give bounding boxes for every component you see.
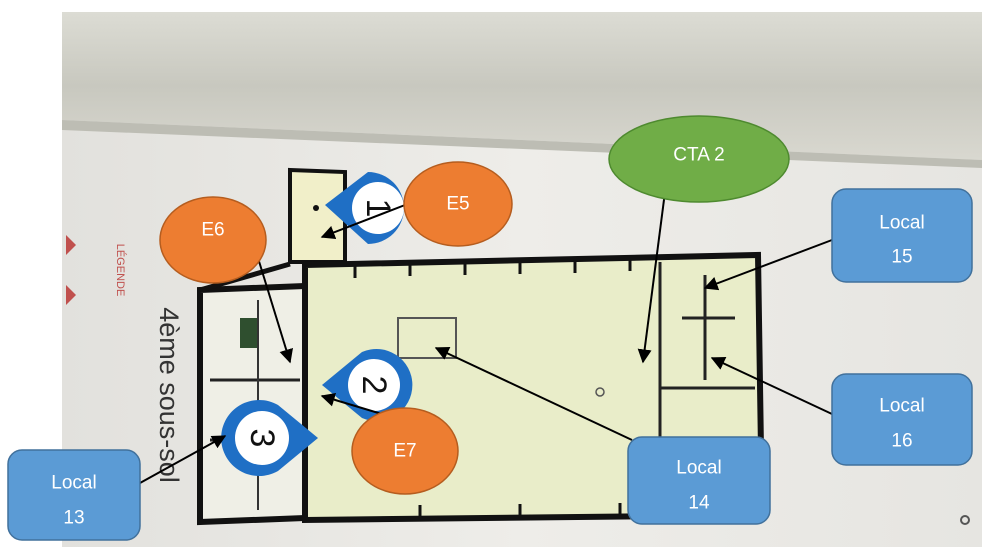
callout-e6: E6 [159, 196, 267, 284]
callout-local15-line1: Local [879, 213, 924, 234]
arrow-cta2 [637, 191, 666, 364]
marker-number: 3 [243, 429, 281, 448]
arrow-local15 [703, 239, 833, 291]
callout-local16: Local 16 [831, 373, 973, 466]
marker-number: 2 [355, 376, 393, 395]
callout-local14-line1: Local [676, 458, 721, 479]
callout-e7: E7 [351, 407, 459, 495]
callout-arrows [139, 191, 833, 484]
location-marker-3: 3 [221, 400, 318, 477]
callout-local15-line2: 15 [891, 247, 912, 268]
arrow-local13 [139, 435, 227, 484]
callout-e6-label: E6 [201, 220, 224, 241]
callout-e5-label: E5 [446, 194, 469, 215]
callout-cta2-label: CTA 2 [673, 145, 724, 166]
arrow-e5 [320, 204, 406, 239]
arrow-e7 [320, 392, 386, 416]
photo-legend: LÉGENDE [114, 244, 127, 297]
callout-local16-line2: 16 [891, 431, 912, 452]
warning-triangle-icon [66, 285, 76, 305]
photo-legend-text: LÉGENDE [114, 244, 127, 297]
arrow-e6 [257, 257, 293, 364]
photo-heading-text: 4ème sous-sol [154, 307, 184, 483]
photo-heading: 4ème sous-sol [154, 307, 184, 483]
arrow-local16 [710, 356, 833, 415]
callout-e5: E5 [403, 161, 513, 247]
callout-e7-label: E7 [393, 441, 416, 462]
callout-local13-line1: Local [51, 473, 96, 494]
callout-local15: Local 15 [831, 188, 973, 283]
callout-cta2: CTA 2 [608, 115, 790, 203]
callout-local14-line2: 14 [688, 493, 710, 514]
arrow-local14 [434, 347, 633, 441]
warning-triangle-icon [66, 235, 76, 255]
callout-local16-line1: Local [879, 396, 924, 417]
callout-local13: Local 13 [7, 449, 141, 541]
callout-local13-line2: 13 [63, 508, 84, 529]
callout-local14: Local 14 [627, 436, 771, 525]
